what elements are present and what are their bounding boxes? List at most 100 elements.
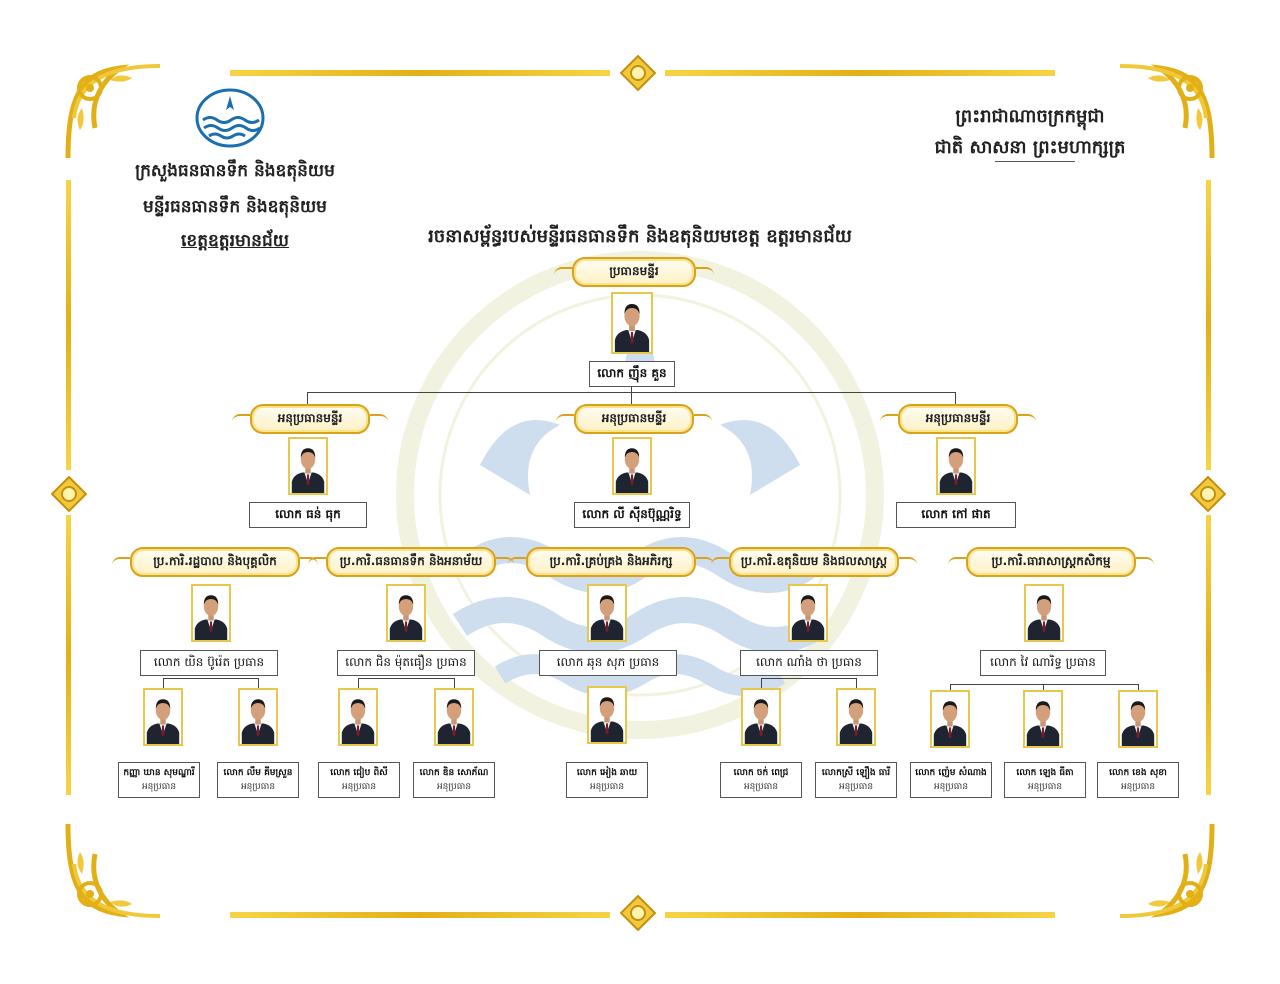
deputy-name-1: លោក ធន់ ធុក xyxy=(249,502,367,528)
deputy-name-2: លោក លី ស៊ីនប៊ុណ្ណរិទ្ធ xyxy=(574,502,690,528)
office4-deputy-box-1: លោក ចក់ ពេជ្រអនុប្រធាន xyxy=(720,762,802,798)
office4-deputy-role-2: អនុប្រធាន xyxy=(838,782,874,792)
line-deputy-3-up xyxy=(955,392,956,406)
office1-deputy-photo-2 xyxy=(238,688,278,746)
deputy-banner-2: អនុប្រធានមន្ទីរ xyxy=(556,404,712,434)
line-office-2-split xyxy=(358,678,454,679)
office2-deputy-role-2: អនុប្រធាន xyxy=(436,782,472,792)
frame-bottom-right-line xyxy=(665,912,1055,918)
office2-deputy-box-1: លោក ជៀប ពិសីអនុប្រធាន xyxy=(318,762,400,798)
line-office-5-c xyxy=(1138,684,1139,690)
director-banner: ប្រធានមន្ទីរ xyxy=(554,257,714,287)
office2-deputy-name-2: លោក ឌិន សោភ័ណ xyxy=(419,768,489,778)
office5-deputy-role-3: អនុប្រធាន xyxy=(1120,782,1156,792)
office4-deputy-name-2: លោកស្រី ឡឿង ធារី xyxy=(821,768,891,778)
kingdom-title: ព្រះរាជាណាចក្រកម្ពុជា xyxy=(955,106,1105,127)
line-office-5-a xyxy=(950,684,951,690)
office5-deputy-role-1: អនុប្រធាន xyxy=(933,782,969,792)
ornament-corner-bottom-right xyxy=(1119,823,1215,918)
ornament-corner-bottom-left xyxy=(65,823,161,918)
office-head-name-5: លោក វៃ ណារិទ្ធ ប្រធាន xyxy=(980,650,1106,676)
office-banner-1: ប្រ.ការិ.រដ្ឋបាល និងបុគ្គលិក xyxy=(112,547,318,577)
deputy-name-3: លោក កៅ ផាត xyxy=(896,502,1016,528)
deputy-banner-1: អនុប្រធានមន្ទីរ xyxy=(232,404,388,434)
director-photo xyxy=(611,292,653,354)
office2-deputy-name-1: លោក ជៀប ពិសី xyxy=(330,768,388,778)
line-office-1-b xyxy=(258,678,259,688)
office1-deputy-box-2: លោក លឹម គីមស្រួនអនុប្រធាន xyxy=(217,762,299,798)
line-office-4-b xyxy=(856,678,857,688)
office1-deputy-role-1: អនុប្រធាន xyxy=(141,782,177,792)
office3-deputy-name-1: លោក អៀង ឆាយ xyxy=(576,768,638,778)
office3-deputy-role-1: អនុប្រធាន xyxy=(589,782,625,792)
line-office-1-split xyxy=(163,678,258,679)
frame-right-bottom-line xyxy=(1206,515,1211,795)
office-banner-4: ប្រ.ការិ.ឧតុនិយម និងជលសាស្ត្រ xyxy=(711,547,917,577)
line-office-5-b xyxy=(1043,684,1044,690)
office-banner-2: ប្រ.ការិ.ធនធានទឹក និងអនាម័យ xyxy=(308,547,514,577)
office1-deputy-box-1: កញ្ញា ឃាន សុមណ្ឌារីអនុប្រធាន xyxy=(118,762,200,798)
office-head-photo-5 xyxy=(1024,584,1064,642)
ornament-corner-top-right xyxy=(1119,64,1215,159)
office5-deputy-box-3: លោក ខេង សុខាអនុប្រធាន xyxy=(1097,762,1179,798)
deputy-photo-1 xyxy=(288,437,328,495)
deputy-banner-3: អនុប្រធានមន្ទីរ xyxy=(880,404,1036,434)
deputy-photo-3 xyxy=(936,437,976,495)
office2-deputy-box-2: លោក ឌិន សោភ័ណអនុប្រធាន xyxy=(413,762,495,798)
office5-deputy-name-2: លោក ឡេង ធីតា xyxy=(1016,768,1074,778)
office4-deputy-box-2: លោកស្រី ឡឿង ធារីអនុប្រធាន xyxy=(815,762,897,798)
office5-deputy-box-2: លោក ឡេង ធីតាអនុប្រធាន xyxy=(1004,762,1086,798)
line-office-4-a xyxy=(761,678,762,688)
ornament-corner-top-left xyxy=(65,64,161,159)
office2-deputy-photo-2 xyxy=(434,688,474,746)
line-office-2-a xyxy=(358,678,359,688)
office-head-photo-2 xyxy=(386,584,426,642)
frame-right-top-line xyxy=(1206,180,1211,470)
office-head-name-2: លោក ជិន ម៉ុតធឿន ប្រធាន xyxy=(337,650,475,676)
line-office-4-split xyxy=(761,678,856,679)
office-head-name-3: លោក ឆុន សុភ ប្រធាន xyxy=(539,650,677,676)
office5-deputy-photo-3 xyxy=(1118,690,1158,748)
office1-deputy-role-2: អនុប្រធាន xyxy=(240,782,276,792)
director-name: លោក ញ៉ឹន គួន xyxy=(589,361,675,387)
office2-deputy-photo-1 xyxy=(338,688,378,746)
line-office-5-split xyxy=(950,684,1138,685)
line-office-1-a xyxy=(163,678,164,688)
office-head-photo-4 xyxy=(788,584,828,642)
frame-bottom-left-line xyxy=(230,912,610,918)
office5-deputy-box-1: លោក ញ៉េម សំណាងអនុប្រធាន xyxy=(910,762,992,798)
office3-deputy-box-1: លោក អៀង ឆាយអនុប្រធាន xyxy=(566,762,648,798)
ornament-medallion-bottom xyxy=(620,895,656,931)
national-motto: ជាតិ សាសនា ព្រះមហាក្សត្រ xyxy=(934,137,1126,158)
line-deputy-2-up xyxy=(631,392,632,406)
office-head-photo-1 xyxy=(191,584,231,642)
office-banner-5: ប្រ.ការិ.ធារាសាស្ត្រកសិកម្ម xyxy=(948,547,1154,577)
office4-deputy-role-1: អនុប្រធាន xyxy=(743,782,779,792)
office-head-name-1: លោក យិន ប៊ូរ៉េត ប្រធាន xyxy=(140,650,278,676)
office2-deputy-role-1: អនុប្រធាន xyxy=(341,782,377,792)
ministry-logo xyxy=(195,88,265,148)
line-office-2-b xyxy=(454,678,455,688)
frame-top-left-line xyxy=(230,70,610,76)
line-director-down xyxy=(631,386,632,394)
ornament-medallion-right xyxy=(1190,476,1226,512)
office1-deputy-name-1: កញ្ញា ឃាន សុមណ្ឌារី xyxy=(123,768,195,778)
office3-deputy-photo-1 xyxy=(587,686,627,744)
office1-deputy-photo-1 xyxy=(143,688,183,746)
office-head-photo-3 xyxy=(587,584,627,642)
office5-deputy-photo-2 xyxy=(1023,690,1063,748)
office5-deputy-photo-1 xyxy=(930,690,970,748)
office4-deputy-photo-1 xyxy=(741,688,781,746)
frame-top-right-line xyxy=(665,70,1055,76)
line-deputy-1-up xyxy=(307,392,308,406)
ornament-medallion-left xyxy=(51,476,87,512)
office4-deputy-name-1: លោក ចក់ ពេជ្រ xyxy=(733,768,789,778)
office4-deputy-photo-2 xyxy=(836,688,876,746)
department-name: មន្ទីរធនធានទឹក និងឧតុនិយម xyxy=(143,197,327,217)
ornament-medallion-top xyxy=(620,55,656,91)
office5-deputy-role-2: អនុប្រធាន xyxy=(1027,782,1063,792)
motto-divider xyxy=(995,161,1075,162)
ministry-name: ក្រសួងធនធានទឹក និងឧតុនិយម xyxy=(135,161,335,181)
office-banner-3: ប្រ.ការិ.គ្រប់គ្រង និងអភិរក្ស xyxy=(508,547,714,577)
frame-left-top-line xyxy=(66,180,71,470)
